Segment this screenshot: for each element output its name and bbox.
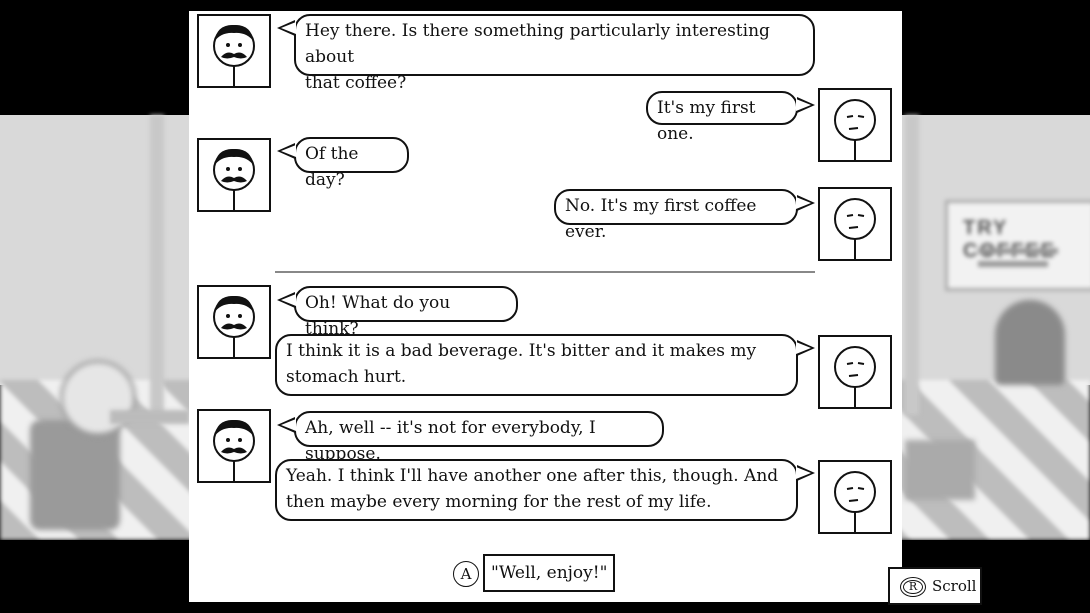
dialogue-bubble-2: It's my first one. — [646, 91, 815, 144]
dialogue-bubble-4: No. It's my first coffee ever. — [554, 189, 815, 242]
dialogue-bubble-5: Oh! What do you think? — [277, 286, 518, 339]
mustache-man-portrait — [197, 14, 271, 88]
a-button-icon: A — [453, 561, 479, 587]
background-table — [110, 410, 190, 424]
dialogue-bubble-7: Ah, well -- it's not for everybody, I su… — [277, 411, 664, 464]
player-portrait — [818, 460, 892, 534]
mustache-man-face-icon — [213, 295, 255, 357]
player-face-icon — [834, 99, 876, 160]
dialogue-bubble-1: Hey there. Is there something particular… — [277, 14, 815, 93]
player-face-icon — [834, 346, 876, 407]
history-divider — [275, 271, 815, 273]
dialogue-bubble-6: I think it is a bad beverage. It's bitte… — [275, 334, 815, 396]
dialogue-panel: Hey there. Is there something particular… — [189, 11, 902, 602]
scroll-hint[interactable]: R Scroll — [888, 567, 982, 605]
r-button-icon: R — [900, 577, 926, 597]
player-face-icon — [834, 198, 876, 259]
player-portrait — [818, 88, 892, 162]
player-portrait — [818, 187, 892, 261]
dialogue-bubble-3: Of the day? — [277, 137, 409, 190]
mustache-man-portrait — [197, 409, 271, 483]
player-face-icon — [834, 471, 876, 532]
mustache-man-portrait — [197, 138, 271, 212]
mustache-man-face-icon — [213, 419, 255, 481]
player-portrait — [818, 335, 892, 409]
scroll-label: Scroll — [932, 577, 977, 595]
choice-option-well-enjoy[interactable]: "Well, enjoy!" — [483, 554, 616, 592]
mustache-man-face-icon — [213, 24, 255, 86]
mustache-man-face-icon — [213, 148, 255, 210]
jukebox — [995, 300, 1065, 385]
mustache-man-portrait — [197, 285, 271, 359]
background-table-right — [905, 440, 975, 500]
background-character — [60, 360, 136, 436]
background-sign: TRY COFFEE — [945, 200, 1090, 291]
background-chair — [30, 420, 120, 530]
dialogue-bubble-8: Yeah. I think I'll have another one afte… — [275, 459, 815, 521]
